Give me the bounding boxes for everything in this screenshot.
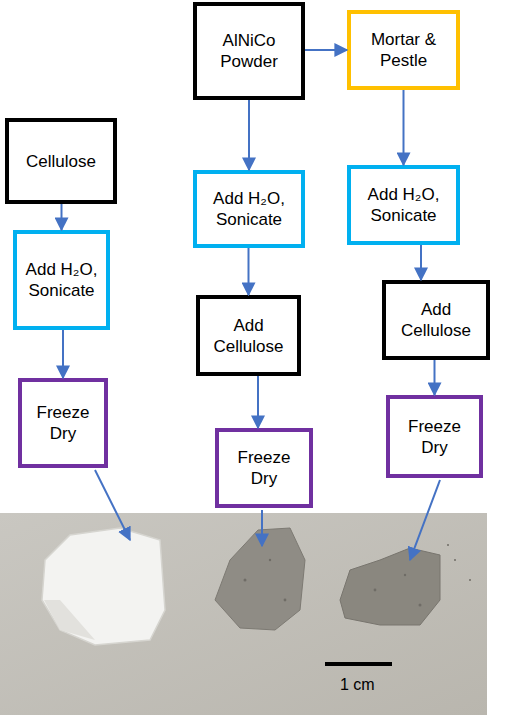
sample-shading <box>44 600 95 640</box>
sample-arrow <box>410 480 440 560</box>
sample-arrow <box>261 510 263 546</box>
process-box: Add H₂O, Sonicate <box>193 170 305 248</box>
flow-arrow <box>305 49 347 51</box>
process-box: Cellulose <box>5 118 117 204</box>
flow-arrow <box>420 245 422 280</box>
flow-arrow <box>62 330 64 378</box>
process-box: Freeze Dry <box>215 428 313 508</box>
sample-photo <box>0 513 487 715</box>
flow-arrow <box>257 376 259 428</box>
flow-arrow <box>248 248 250 295</box>
box-label: Add H₂O, Sonicate <box>209 188 289 230</box>
process-box: Mortar & Pestle <box>347 10 460 90</box>
alnico-sample <box>215 528 305 630</box>
flow-arrow <box>248 100 250 170</box>
ground-alnico-sample <box>340 548 440 625</box>
process-box: Add H₂O, Sonicate <box>347 165 460 245</box>
box-label: Add H₂O, Sonicate <box>364 184 444 226</box>
box-label: Mortar & Pestle <box>364 29 444 71</box>
cellulose-sample <box>42 528 165 645</box>
process-box: Add H₂O, Sonicate <box>13 230 110 330</box>
process-box: Add Cellulose <box>196 295 301 376</box>
flow-arrow <box>61 204 63 230</box>
flow-arrow <box>434 360 436 395</box>
scale-bar <box>325 662 392 666</box>
flow-arrow <box>403 90 405 165</box>
box-label: Cellulose <box>16 151 106 172</box>
box-label: Freeze Dry <box>405 416 465 458</box>
box-label: Freeze Dry <box>33 402 93 444</box>
box-label: Freeze Dry <box>234 447 294 489</box>
process-box: Freeze Dry <box>386 395 483 478</box>
box-label: Add Cellulose <box>401 299 471 341</box>
box-label: Add Cellulose <box>214 315 284 357</box>
process-box: Freeze Dry <box>18 378 108 468</box>
sample-arrow <box>95 470 130 540</box>
scale-label: 1 cm <box>340 676 375 694</box>
process-box: AlNiCo Powder <box>193 2 305 100</box>
box-label: AlNiCo Powder <box>209 30 289 72</box>
process-box: Add Cellulose <box>382 280 490 360</box>
speckles <box>244 544 472 607</box>
box-label: Add H₂O, Sonicate <box>22 259 102 301</box>
